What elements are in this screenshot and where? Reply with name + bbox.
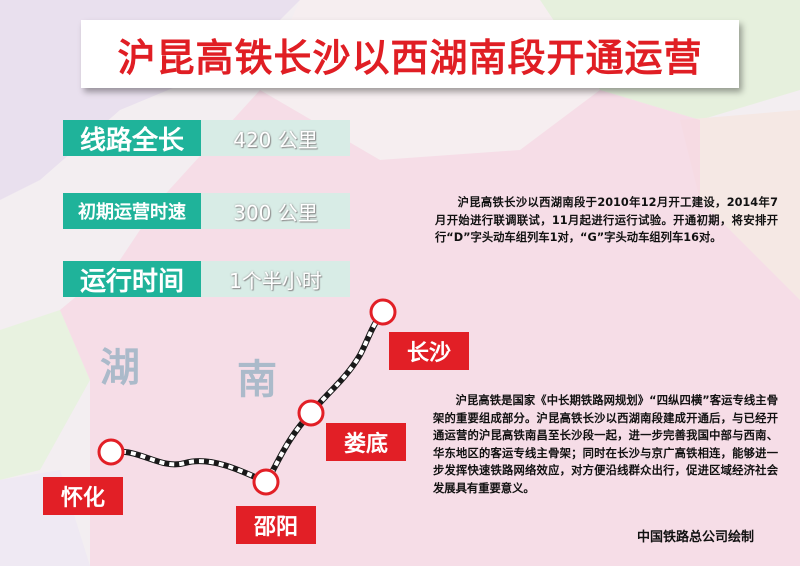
page-title: 沪昆高铁长沙以西湖南段开通运营	[117, 35, 703, 80]
stat-line-length: 线路全长 420 公里	[63, 120, 350, 156]
station-label-loudi: 娄底	[326, 423, 406, 461]
station-dot-huaihua	[97, 438, 125, 466]
stat-value: 420 公里	[201, 120, 350, 156]
stat-label: 运行时间	[63, 261, 201, 297]
station-dot-changsha	[369, 298, 397, 326]
station-label-changsha: 长沙	[389, 332, 469, 370]
title-banner: 沪昆高铁长沙以西湖南段开通运营	[81, 20, 739, 88]
station-dot-shaoyang	[252, 468, 280, 496]
credit-text: 中国铁路总公司绘制	[637, 530, 755, 545]
stat-value: 300 公里	[201, 193, 350, 229]
stat-value: 1个半小时	[201, 261, 350, 297]
station-dot-loudi	[297, 399, 325, 427]
stat-label: 线路全长	[63, 120, 201, 156]
stat-label: 初期运营时速	[63, 193, 201, 229]
region-label-nan: 南	[237, 357, 277, 403]
region-label-hu: 湖	[100, 345, 140, 391]
stat-initial-speed: 初期运营时速 300 公里	[63, 193, 350, 229]
station-label-shaoyang: 邵阳	[236, 506, 316, 544]
stat-travel-time: 运行时间 1个半小时	[63, 261, 350, 297]
station-label-huaihua: 怀化	[43, 477, 123, 515]
description-paragraph: 沪昆高铁是国家《中长期铁路网规划》“四纵四横”客运专线主骨架的重要组成部分。沪昆…	[433, 394, 778, 495]
intro-paragraph: 沪昆高铁长沙以西湖南段于2010年12月开工建设，2014年7月开始进行联调联试…	[435, 196, 778, 244]
